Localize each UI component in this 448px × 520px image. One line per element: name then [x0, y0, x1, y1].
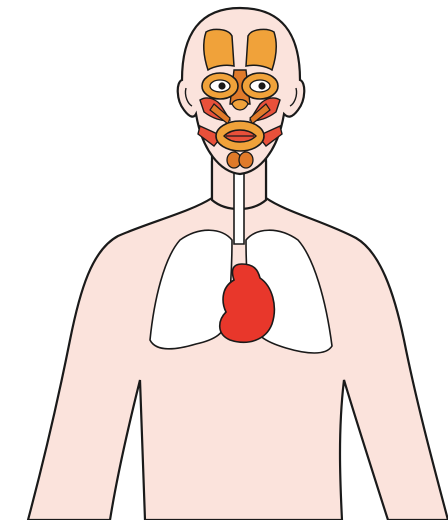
trachea — [234, 170, 244, 244]
right-pupil — [258, 82, 265, 89]
right-frontalis-muscle — [246, 29, 276, 70]
nose-tip — [232, 100, 248, 111]
left-pupil — [218, 82, 225, 89]
right-chin-muscle — [239, 152, 253, 168]
left-frontalis-muscle — [204, 29, 234, 70]
